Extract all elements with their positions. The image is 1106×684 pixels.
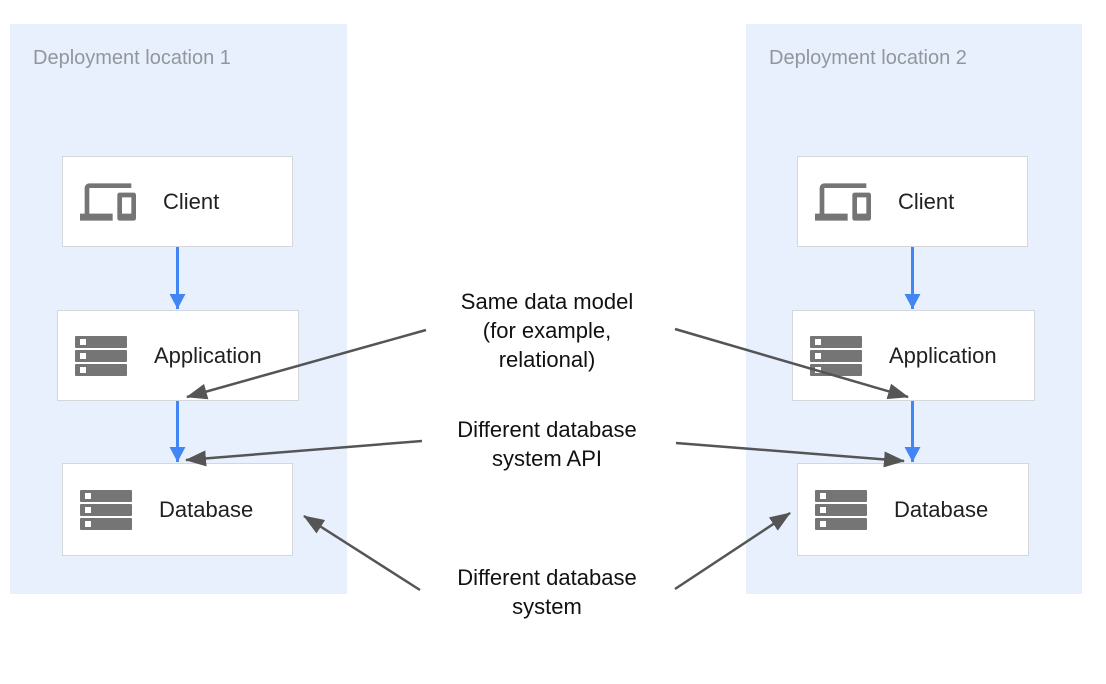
application-box: Application xyxy=(792,310,1035,401)
server-stack-icon xyxy=(75,335,127,376)
annotation-same-data-model: Same data model (for example, relational… xyxy=(417,287,677,374)
node-label: Database xyxy=(894,496,989,522)
node-label: Client xyxy=(898,188,955,214)
database-box: Database xyxy=(62,463,293,556)
annotation-line: (for example, xyxy=(482,318,612,343)
annotation-different-db-system: Different database system xyxy=(417,563,677,621)
node-label: Database xyxy=(159,496,254,522)
panel-title: Deployment location 2 xyxy=(769,47,967,69)
annotation-line: system API xyxy=(491,446,603,471)
node-label: Application xyxy=(889,342,997,368)
database-box: Database xyxy=(797,463,1029,556)
devices-icon xyxy=(815,174,871,230)
client-box: Client xyxy=(797,156,1028,247)
deployment-location-2-panel: Deployment location 2 Client A xyxy=(746,24,1082,594)
panel-title: Deployment location 1 xyxy=(33,47,231,69)
application-box: Application xyxy=(57,310,299,401)
node-label: Application xyxy=(154,342,262,368)
annotation-different-db-system-api: Different database system API xyxy=(417,415,677,473)
server-stack-icon xyxy=(80,489,132,530)
deployment-location-1-panel: Deployment location 1 Client A xyxy=(10,24,347,594)
annotation-line: Same data model xyxy=(460,289,634,314)
server-stack-icon xyxy=(810,335,862,376)
annotation-line: relational) xyxy=(498,347,596,372)
annotation-line: Different database xyxy=(457,565,637,590)
devices-icon xyxy=(80,174,136,230)
annotation-line: Different database xyxy=(457,417,637,442)
annotation-line: system xyxy=(512,594,582,619)
server-stack-icon xyxy=(815,489,867,530)
client-box: Client xyxy=(62,156,293,247)
node-label: Client xyxy=(163,188,220,214)
